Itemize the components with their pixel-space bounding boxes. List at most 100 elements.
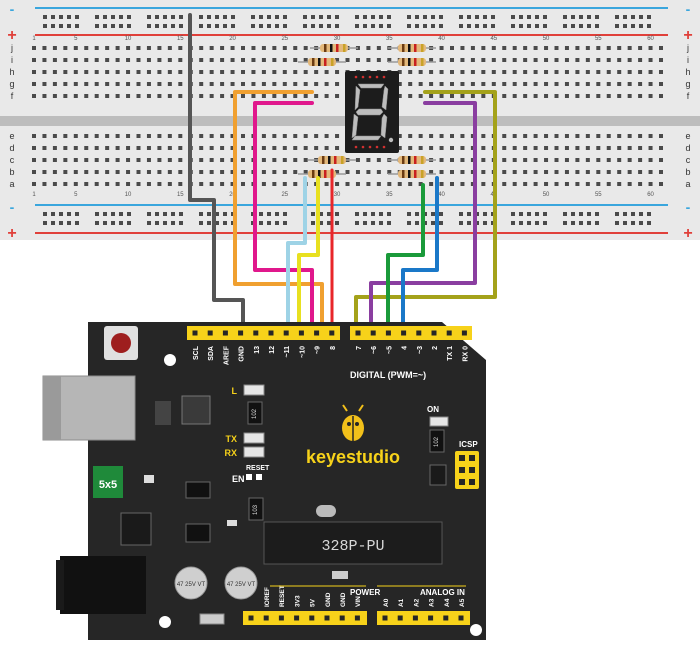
digital-header-label: DIGITAL (PWM=~) xyxy=(350,370,426,380)
row-letter: f xyxy=(11,91,14,101)
resistor xyxy=(388,156,436,164)
mounting-hole xyxy=(164,354,176,366)
column-number: 25 xyxy=(281,192,288,198)
header-pin-label: A1 xyxy=(398,598,405,607)
rail-minus-symbol: - xyxy=(686,1,691,17)
smd-component xyxy=(227,520,237,526)
header-pin-label: 12 xyxy=(269,346,276,354)
reset-label: RESET xyxy=(246,465,270,472)
en-pad[interactable] xyxy=(256,474,262,480)
row-letter: e xyxy=(9,131,14,141)
row-letter: d xyxy=(685,143,690,153)
chip-label: 328P-PU xyxy=(321,538,384,555)
rail-minus-symbol: - xyxy=(10,1,15,17)
header-pin-label: 13 xyxy=(254,346,261,354)
header-pin-label: ~10 xyxy=(299,346,306,358)
reset-button-cap xyxy=(111,333,131,353)
header-pin-label: A5 xyxy=(459,598,466,607)
resistor-code-2: 103 xyxy=(253,504,259,515)
header-digital-right[interactable] xyxy=(350,326,472,340)
keyestudio-logo-icon xyxy=(342,404,364,441)
decimal-point xyxy=(388,137,394,143)
header-pin-label: 4 xyxy=(402,346,409,350)
header-analog[interactable] xyxy=(377,611,470,625)
column-number: 50 xyxy=(543,36,550,42)
smd-diode xyxy=(199,613,225,625)
wire-pin4-blue xyxy=(401,176,439,332)
icsp-label: ICSP xyxy=(459,440,478,449)
row-letter: c xyxy=(686,155,691,165)
header-pin-label: A0 xyxy=(383,598,390,607)
column-number: 55 xyxy=(595,36,602,42)
capacitor-1 xyxy=(174,566,208,600)
row-letter: e xyxy=(685,131,690,141)
header-power[interactable] xyxy=(243,611,367,625)
header-pin-label: VIN xyxy=(355,596,362,607)
resistor-array xyxy=(248,497,264,521)
column-number: 20 xyxy=(229,192,236,198)
voltage-regulator xyxy=(120,512,152,546)
header-pin-label: ~3 xyxy=(417,346,424,354)
header-pin-label: 7 xyxy=(356,346,363,350)
mounting-hole xyxy=(470,624,482,636)
rail-plus-symbol: + xyxy=(7,27,16,44)
column-number: 1 xyxy=(32,192,36,198)
header-pin-label: RESET xyxy=(279,585,286,607)
header-pin-label: 2 xyxy=(432,346,439,350)
header-pin-label: A4 xyxy=(444,598,451,607)
resistor xyxy=(298,58,346,66)
row-letter: i xyxy=(11,55,13,65)
led-rx-label: RX xyxy=(224,448,237,458)
column-number: 5 xyxy=(74,36,78,42)
small-ic xyxy=(185,523,211,543)
row-letter: a xyxy=(685,179,690,189)
small-ic xyxy=(185,481,211,499)
row-letter: h xyxy=(685,67,690,77)
resistor-array xyxy=(429,429,445,453)
row-letter: h xyxy=(9,67,14,77)
header-holes xyxy=(192,330,467,621)
capacitor-2 xyxy=(224,566,258,600)
column-number: 1 xyxy=(32,36,36,42)
rail-plus-symbol: + xyxy=(7,225,16,242)
column-number: 50 xyxy=(543,192,550,198)
wire-gnd xyxy=(188,13,245,332)
row-letter: d xyxy=(9,143,14,153)
resistor xyxy=(308,156,356,164)
led-l-label: L xyxy=(232,386,238,396)
header-pin-label: 3V3 xyxy=(294,595,301,607)
wire-pin5-green xyxy=(386,183,425,332)
en-pad[interactable] xyxy=(246,474,252,480)
header-digital-left[interactable] xyxy=(187,326,340,340)
header-pin-label: AREF xyxy=(223,345,230,365)
column-number: 20 xyxy=(229,36,236,42)
header-pin-label: SDA xyxy=(208,346,215,361)
column-number: 10 xyxy=(125,192,132,198)
column-number: 25 xyxy=(281,36,288,42)
wire-pin6-purple xyxy=(369,101,477,332)
resistor-code-1: 102 xyxy=(252,408,258,419)
column-number: 35 xyxy=(386,192,393,198)
wire-pin11-lightblue xyxy=(286,176,307,332)
smd-component xyxy=(144,475,154,483)
header-pin-label: ~9 xyxy=(315,346,322,354)
led-l xyxy=(243,384,265,396)
row-letter: g xyxy=(685,79,690,89)
column-number: 40 xyxy=(438,192,445,198)
brand-label: keyestudio xyxy=(306,447,400,467)
column-number: 15 xyxy=(177,192,184,198)
capacitor-2-label: 47 25V VT xyxy=(227,582,256,588)
row-letter: c xyxy=(10,155,15,165)
usb-chip xyxy=(181,395,211,425)
rail-plus-symbol: + xyxy=(683,27,692,44)
wire-pin7-olive xyxy=(354,90,497,332)
header-pin-label: TX 1 xyxy=(447,346,454,361)
header-pin-label: ~5 xyxy=(386,346,393,354)
column-number: 60 xyxy=(647,192,654,198)
icsp-header[interactable] xyxy=(455,451,479,489)
header-pin-label: ~6 xyxy=(371,346,378,354)
resistor xyxy=(388,170,436,178)
column-number: 30 xyxy=(334,36,341,42)
